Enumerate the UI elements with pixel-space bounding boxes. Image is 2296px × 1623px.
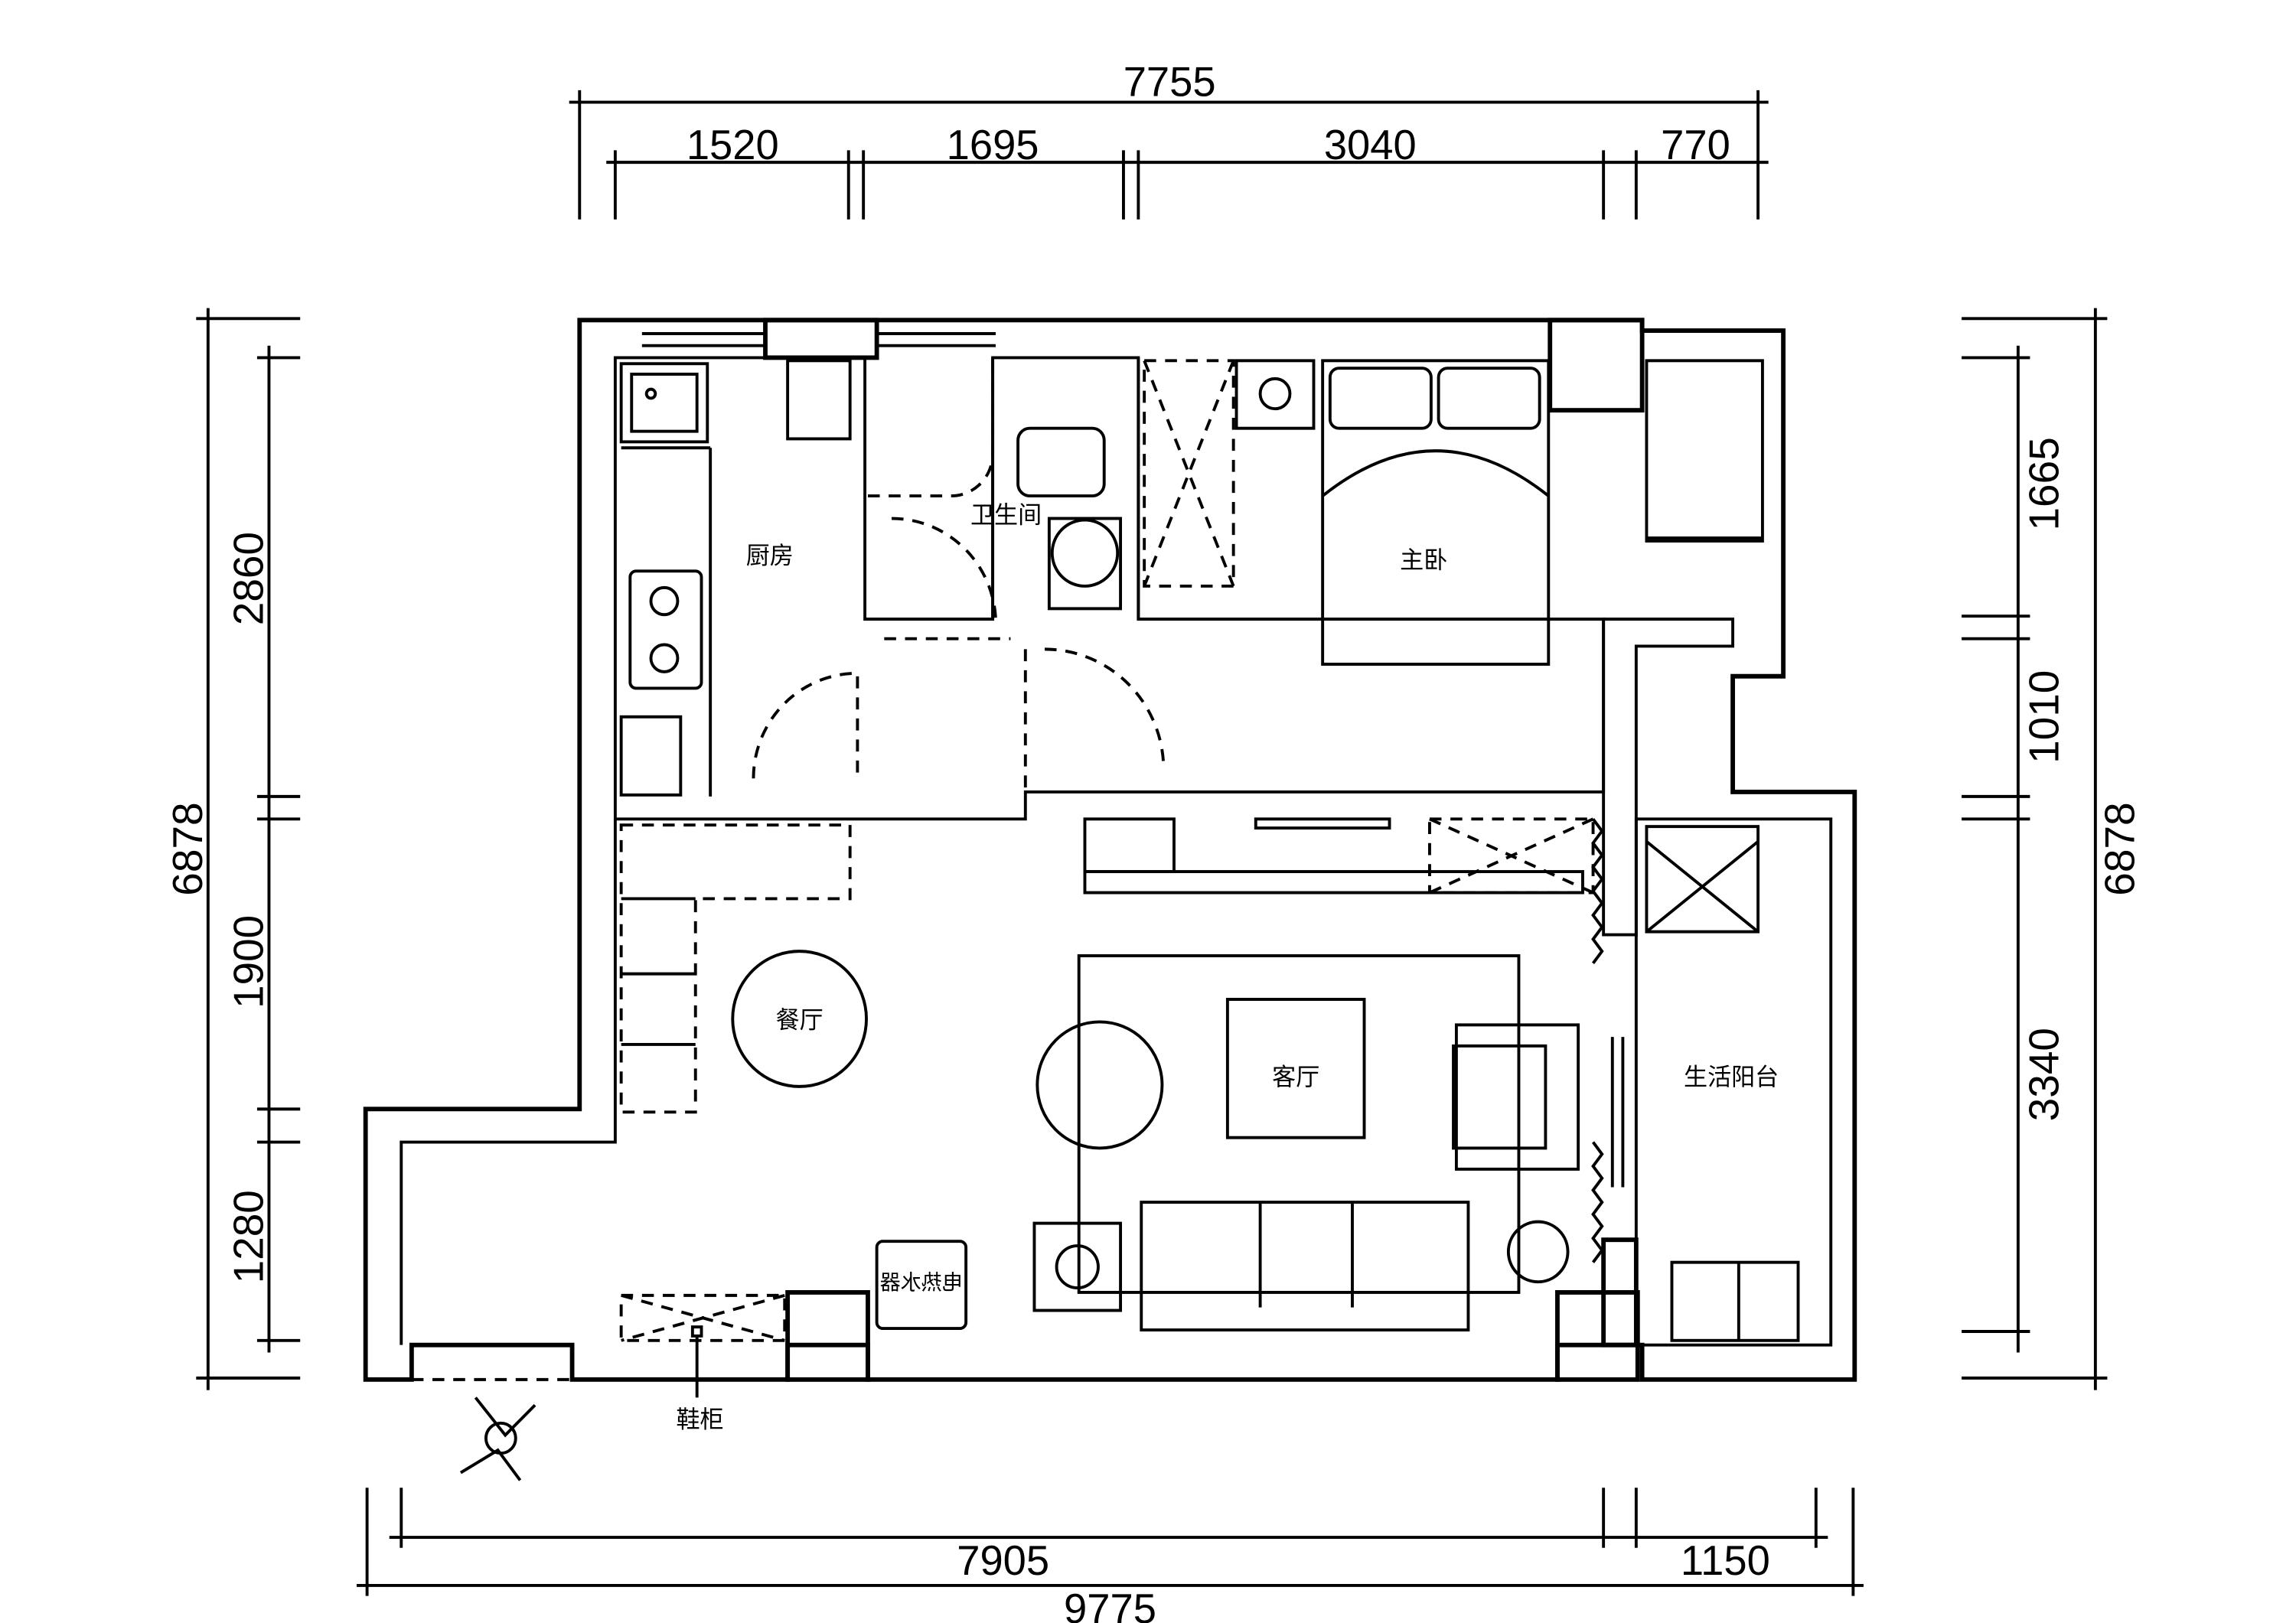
bottom-dimension-2: 1150 <box>1681 1537 1770 1584</box>
right-dimension-1: 1665 <box>2021 437 2068 530</box>
left-dimension-1: 2860 <box>226 532 272 625</box>
left-total-dimension: 6878 <box>165 802 211 895</box>
burner-icon <box>649 643 680 673</box>
top-dimensions: 7755 1520 1695 3040 770 <box>569 58 1769 220</box>
person-icon <box>459 1396 536 1481</box>
right-total-dimension: 6878 <box>2097 802 2144 895</box>
bottom-dimension-1: 7905 <box>957 1537 1049 1584</box>
utility-balcony: 生活阳台 <box>1591 818 1800 1342</box>
kitchen: 厨房 <box>619 359 859 797</box>
burner-icon <box>649 585 680 617</box>
bathroom: 卫生间 <box>867 360 1123 640</box>
marker-icon <box>690 1325 703 1338</box>
left-dimension-3: 1280 <box>226 1190 272 1283</box>
dining-area: 餐厅 <box>619 823 868 1114</box>
entrance: 鞋柜 电热水器 <box>411 1240 968 1481</box>
exterior-walls <box>363 318 1857 1382</box>
bottom-total-dimension: 9775 <box>1064 1586 1156 1623</box>
top-dimension-3: 3040 <box>1324 122 1417 168</box>
living-room-label: 客厅 <box>1272 1064 1319 1091</box>
dining-room-label: 餐厅 <box>776 1006 823 1034</box>
bathroom-label: 卫生间 <box>970 501 1042 529</box>
utility-balcony-label: 生活阳台 <box>1684 1064 1779 1091</box>
top-total-dimension: 7755 <box>1124 58 1216 105</box>
shoe-cabinet-label: 鞋柜 <box>677 1406 724 1434</box>
left-dimensions: 6878 2860 1900 1280 <box>165 308 301 1390</box>
left-dimension-2: 1900 <box>226 915 272 1009</box>
master-bedroom: 主卧 <box>1023 359 1764 792</box>
right-dimension-3: 3340 <box>2021 1028 2068 1121</box>
bottom-dimensions: 7905 1150 9775 <box>357 1488 1864 1623</box>
right-dimension-2: 1010 <box>2021 670 2068 764</box>
right-dimensions: 1665 1010 3340 6878 <box>1962 308 2143 1390</box>
kitchen-label: 厨房 <box>746 542 794 569</box>
master-bedroom-label: 主卧 <box>1400 546 1447 574</box>
top-dimension-2: 1695 <box>947 122 1039 168</box>
water-heater-label: 电热水器 <box>880 1271 964 1295</box>
top-dimension-4: 770 <box>1661 122 1730 168</box>
living-room: 客厅 <box>1032 954 1580 1332</box>
top-dimension-1: 1520 <box>687 122 779 168</box>
tv-cabinets <box>1083 817 1595 895</box>
